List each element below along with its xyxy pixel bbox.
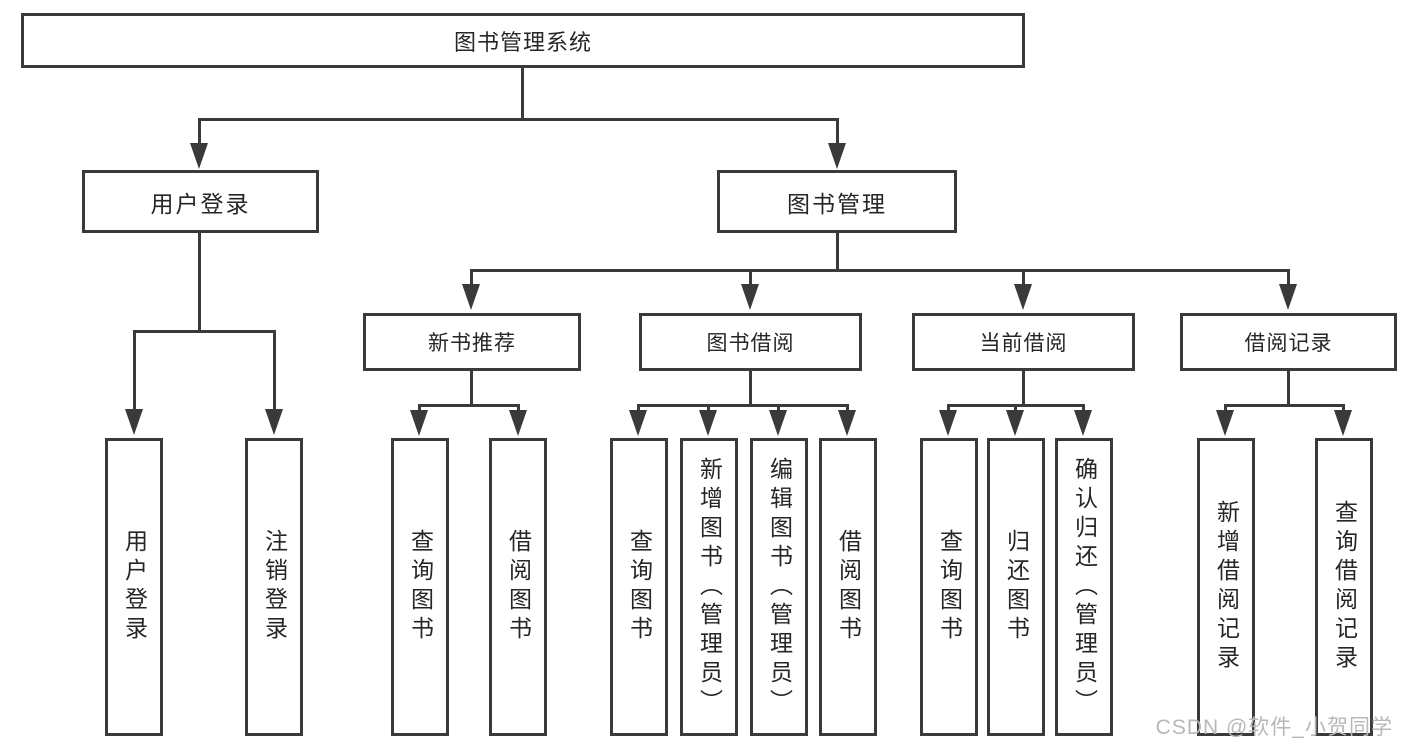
connector-arrow xyxy=(1216,410,1234,436)
leaf-edit-books-admin: 编辑图书（管理员） xyxy=(750,438,808,736)
connector-line xyxy=(470,269,1290,272)
connector-arrow xyxy=(741,284,759,310)
leaf-borrow-books: 借阅图书 xyxy=(819,438,877,736)
connector-line xyxy=(273,330,276,411)
root-node-library-management-system: 图书管理系统 xyxy=(21,13,1025,68)
connector-line xyxy=(521,68,524,120)
connector-arrow xyxy=(1334,410,1352,436)
connector-arrow xyxy=(1014,284,1032,310)
node-user-login: 用户登录 xyxy=(82,170,319,233)
leaf-query-borrow-record: 查询借阅记录 xyxy=(1315,438,1373,736)
connector-line xyxy=(846,404,849,414)
connector-line xyxy=(418,404,421,414)
connector-arrow xyxy=(410,410,428,436)
connector-line xyxy=(470,269,473,287)
connector-line xyxy=(777,404,780,414)
connector-arrow xyxy=(769,410,787,436)
connector-arrow xyxy=(1279,284,1297,310)
node-borrow-record: 借阅记录 xyxy=(1180,313,1397,371)
leaf-confirm-return-admin: 确认归还（管理员） xyxy=(1055,438,1113,736)
connector-line xyxy=(707,404,710,414)
node-new-book-recommend: 新书推荐 xyxy=(363,313,581,371)
connector-arrow xyxy=(1074,410,1092,436)
connector-line xyxy=(836,118,839,146)
connector-line xyxy=(1082,404,1085,414)
connector-arrow xyxy=(699,410,717,436)
connector-arrow xyxy=(125,409,143,435)
leaf-borrow-books-recommend: 借阅图书 xyxy=(489,438,547,736)
connector-line xyxy=(637,404,849,407)
connector-line xyxy=(749,269,752,287)
connector-line xyxy=(1224,404,1345,407)
connector-arrow xyxy=(265,409,283,435)
node-book-management: 图书管理 xyxy=(717,170,957,233)
connector-line xyxy=(1342,404,1345,414)
connector-line xyxy=(749,371,752,407)
connector-arrow xyxy=(838,410,856,436)
connector-arrow xyxy=(509,410,527,436)
connector-line xyxy=(947,404,950,414)
connector-arrow xyxy=(462,284,480,310)
connector-arrow xyxy=(190,143,208,169)
connector-line xyxy=(517,404,520,414)
connector-line xyxy=(198,118,839,121)
leaf-query-books-borrow: 查询图书 xyxy=(610,438,668,736)
node-book-borrow: 图书借阅 xyxy=(639,313,862,371)
leaf-query-books-recommend: 查询图书 xyxy=(391,438,449,736)
connector-line xyxy=(198,118,201,146)
connector-line xyxy=(133,330,136,411)
leaf-logout: 注销登录 xyxy=(245,438,303,736)
connector-arrow xyxy=(939,410,957,436)
connector-line xyxy=(1022,371,1025,407)
connector-line xyxy=(470,371,473,407)
csdn-watermark: CSDN @软件_小贺同学 xyxy=(1155,716,1393,739)
leaf-return-books: 归还图书 xyxy=(987,438,1045,736)
connector-line xyxy=(418,404,520,407)
connector-arrow xyxy=(629,410,647,436)
connector-line xyxy=(198,233,201,333)
leaf-query-books-current: 查询图书 xyxy=(920,438,978,736)
leaf-add-borrow-record: 新增借阅记录 xyxy=(1197,438,1255,736)
connector-arrow xyxy=(1006,410,1024,436)
connector-line xyxy=(637,404,640,414)
leaf-user-login: 用户登录 xyxy=(105,438,163,736)
connector-arrow xyxy=(828,143,846,169)
connector-line xyxy=(1224,404,1227,414)
connector-line xyxy=(1287,371,1290,407)
connector-line xyxy=(1022,269,1025,287)
node-current-borrow: 当前借阅 xyxy=(912,313,1135,371)
leaf-add-books-admin: 新增图书（管理员） xyxy=(680,438,738,736)
connector-line xyxy=(836,233,839,272)
connector-line xyxy=(1014,404,1017,414)
connector-line xyxy=(1287,269,1290,287)
connector-line xyxy=(133,330,276,333)
